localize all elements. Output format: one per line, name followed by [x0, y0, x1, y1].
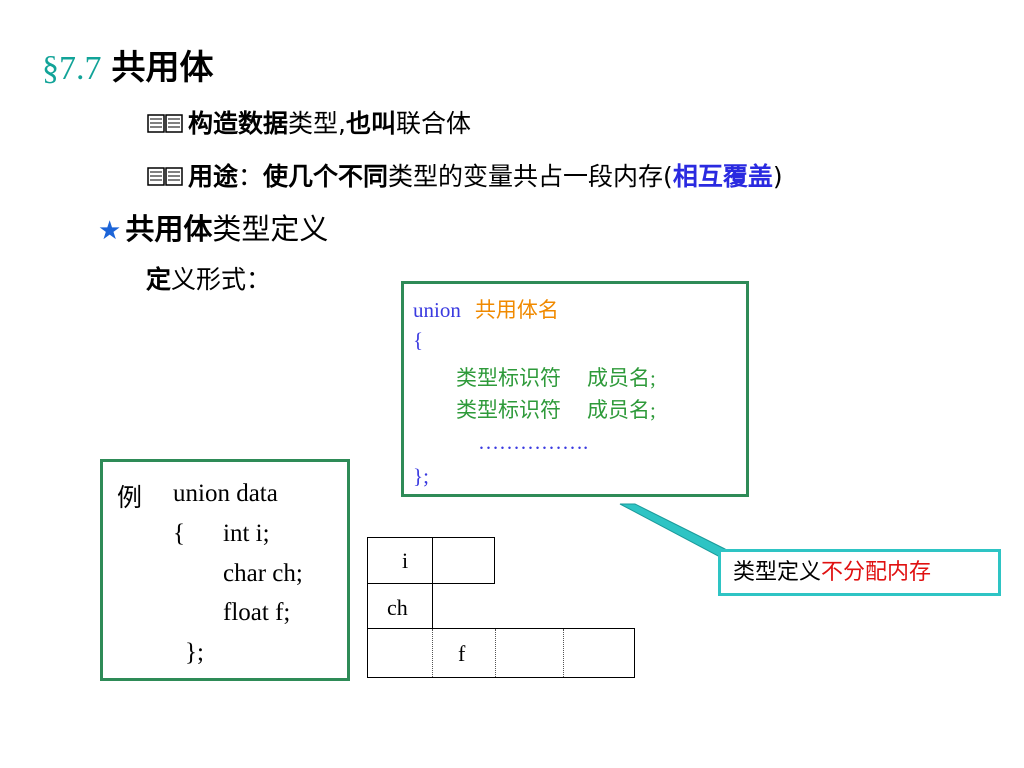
book-icon — [147, 114, 183, 133]
section-heading: ★共用体类型定义 — [98, 206, 328, 248]
def-close-brace: }; — [413, 464, 429, 488]
section-normal: 类型定义 — [212, 212, 329, 246]
star-icon: ★ — [98, 216, 122, 246]
def-keyword: union — [413, 298, 461, 322]
bullet-usage: 用途：使几个不同类型的变量共占一段内存(相互覆盖) — [146, 157, 783, 193]
example-line2: int i; — [223, 520, 270, 547]
bullet2-normal1: 类型的变量共占一段内存( — [388, 162, 673, 191]
book-icon — [147, 167, 183, 186]
def-name: 共用体名 — [474, 298, 559, 322]
bullet1-normal2: 联合体 — [395, 109, 471, 138]
form-label-normal: 义形式： — [171, 265, 272, 294]
note-normal: 类型定义 — [733, 560, 822, 585]
example-line3: char ch; — [223, 560, 303, 587]
memory-divider — [563, 629, 564, 677]
memory-cell-i-byte2 — [432, 537, 495, 584]
example-open-brace: { — [173, 520, 185, 547]
section-number: 7.7 — [59, 50, 102, 87]
memory-divider — [495, 629, 496, 677]
bullet1-bold2: 也叫 — [345, 109, 396, 138]
def-member2-name: 成员名; — [587, 398, 656, 422]
bullet2-highlight: 相互覆盖 — [672, 162, 773, 191]
memory-label-f: f — [458, 641, 466, 666]
example-line4: float f; — [223, 599, 291, 626]
def-member2-type: 类型标识符 — [456, 398, 561, 422]
bullet2-bold1: 用途 — [188, 162, 239, 191]
bullet2-bold2: 使几个不同 — [263, 162, 389, 191]
def-member1-name: 成员名; — [587, 366, 656, 390]
example-close-brace: }; — [185, 639, 204, 666]
bullet2-colon: ： — [238, 162, 264, 191]
note-red: 不分配内存 — [821, 560, 932, 585]
note-box: 类型定义不分配内存 — [718, 549, 1001, 596]
example-box: 例 union data { int i; char ch; float f; … — [100, 459, 350, 681]
def-member1-type: 类型标识符 — [456, 366, 561, 390]
bullet1-normal1: 类型, — [288, 109, 346, 138]
bullet-construct: 构造数据类型,也叫联合体 — [146, 104, 471, 140]
memory-cell-i-byte1 — [367, 537, 433, 584]
def-header: union 共用体名 — [413, 294, 559, 324]
example-line1: union data — [173, 480, 278, 507]
section-bold: 共用体 — [125, 212, 213, 246]
bullet2-close: ) — [772, 162, 783, 191]
title-text: 共用体 — [111, 48, 214, 88]
def-member1: 类型标识符 成员名; — [456, 362, 656, 392]
example-label: 例 — [117, 485, 143, 512]
def-member2: 类型标识符 成员名; — [456, 394, 656, 424]
memory-cell-ch — [367, 583, 433, 629]
def-open-brace: { — [413, 328, 424, 352]
memory-cell-f — [367, 628, 635, 678]
def-ellipsis: ……………. — [478, 430, 589, 454]
memory-label-ch: ch — [387, 595, 408, 620]
form-label-bold: 定 — [146, 265, 172, 294]
memory-divider — [432, 629, 433, 677]
form-label: 定义形式： — [146, 260, 271, 296]
section-mark: § — [42, 50, 59, 87]
bullet1-bold1: 构造数据 — [188, 109, 289, 138]
memory-label-i: i — [402, 548, 409, 573]
